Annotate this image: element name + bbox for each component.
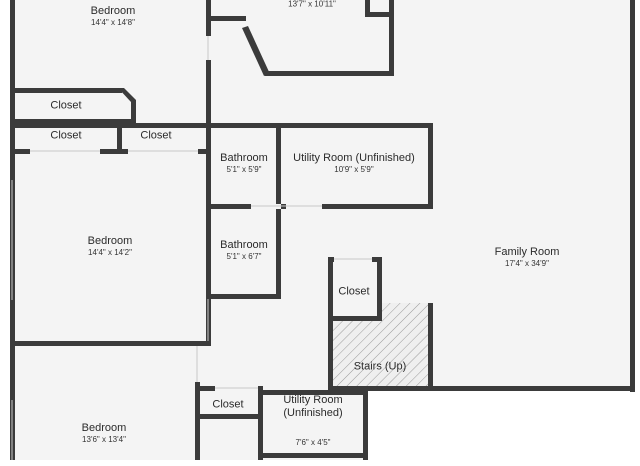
room-name: Utility Room (Unfinished): [283, 394, 343, 420]
room-stairs: Stairs (Up): [354, 361, 407, 374]
room-bathroom-1: Bathroom 5'1" x 5'9": [220, 152, 268, 174]
room-top-center: 13'7" x 10'11": [288, 0, 336, 9]
room-dimensions: 14'4" x 14'2": [88, 247, 132, 257]
room-closet-1: Closet: [50, 100, 81, 113]
room-closet-4: Closet: [338, 286, 369, 299]
door-openings: [11, 36, 372, 460]
exterior-area-2: [365, 390, 430, 460]
room-family-room: Family Room 17'4" x 34'9": [495, 246, 560, 268]
room-dimensions: 14'4" x 14'8": [91, 17, 135, 27]
room-name: Closet: [140, 129, 172, 142]
room-bedroom-mid: Bedroom 14'4" x 14'2": [88, 235, 133, 257]
room-name: Bathroom: [220, 239, 268, 252]
room-utility-2: Utility Room (Unfinished) 7'6" x 4'5": [283, 376, 342, 466]
room-name: Bedroom: [81, 422, 127, 435]
room-dimensions: 17'4" x 34'9": [505, 258, 549, 268]
closet-4-fill: [332, 262, 378, 320]
room-dimensions: 7'6" x 4'5": [295, 438, 331, 448]
room-dimensions: 13'6" x 13'4": [82, 434, 126, 444]
room-name: Bedroom: [90, 5, 136, 18]
room-utility-1: Utility Room (Unfinished) 10'9" x 5'9": [293, 152, 415, 174]
room-name: Family Room: [494, 246, 560, 259]
room-dimensions: 10'9" x 5'9": [334, 164, 374, 174]
room-name: Bathroom: [220, 152, 268, 165]
room-name: Utility Room (Unfinished): [293, 152, 415, 165]
room-name: Closet: [50, 99, 82, 112]
room-name: Closet: [50, 129, 82, 142]
room-closet-3: Closet: [140, 130, 171, 143]
room-bedroom-bottom: Bedroom 13'6" x 13'4": [82, 422, 127, 444]
room-name: Bedroom: [87, 235, 133, 248]
floor-area: [14, 0, 630, 460]
exterior-area: [430, 390, 640, 460]
room-closet-2: Closet: [50, 130, 81, 143]
room-name: Stairs (Up): [353, 360, 407, 373]
room-dimensions: 5'1" x 6'7": [226, 251, 262, 261]
room-bedroom-top: Bedroom 14'4" x 14'8": [91, 5, 136, 27]
room-closet-5: Closet: [212, 399, 243, 412]
room-dimensions: 13'7" x 10'11": [288, 0, 336, 9]
room-bathroom-2: Bathroom 5'1" x 6'7": [220, 239, 268, 261]
room-dimensions: 5'1" x 5'9": [226, 164, 262, 174]
room-name: Closet: [212, 398, 244, 411]
room-name: Closet: [338, 285, 370, 298]
